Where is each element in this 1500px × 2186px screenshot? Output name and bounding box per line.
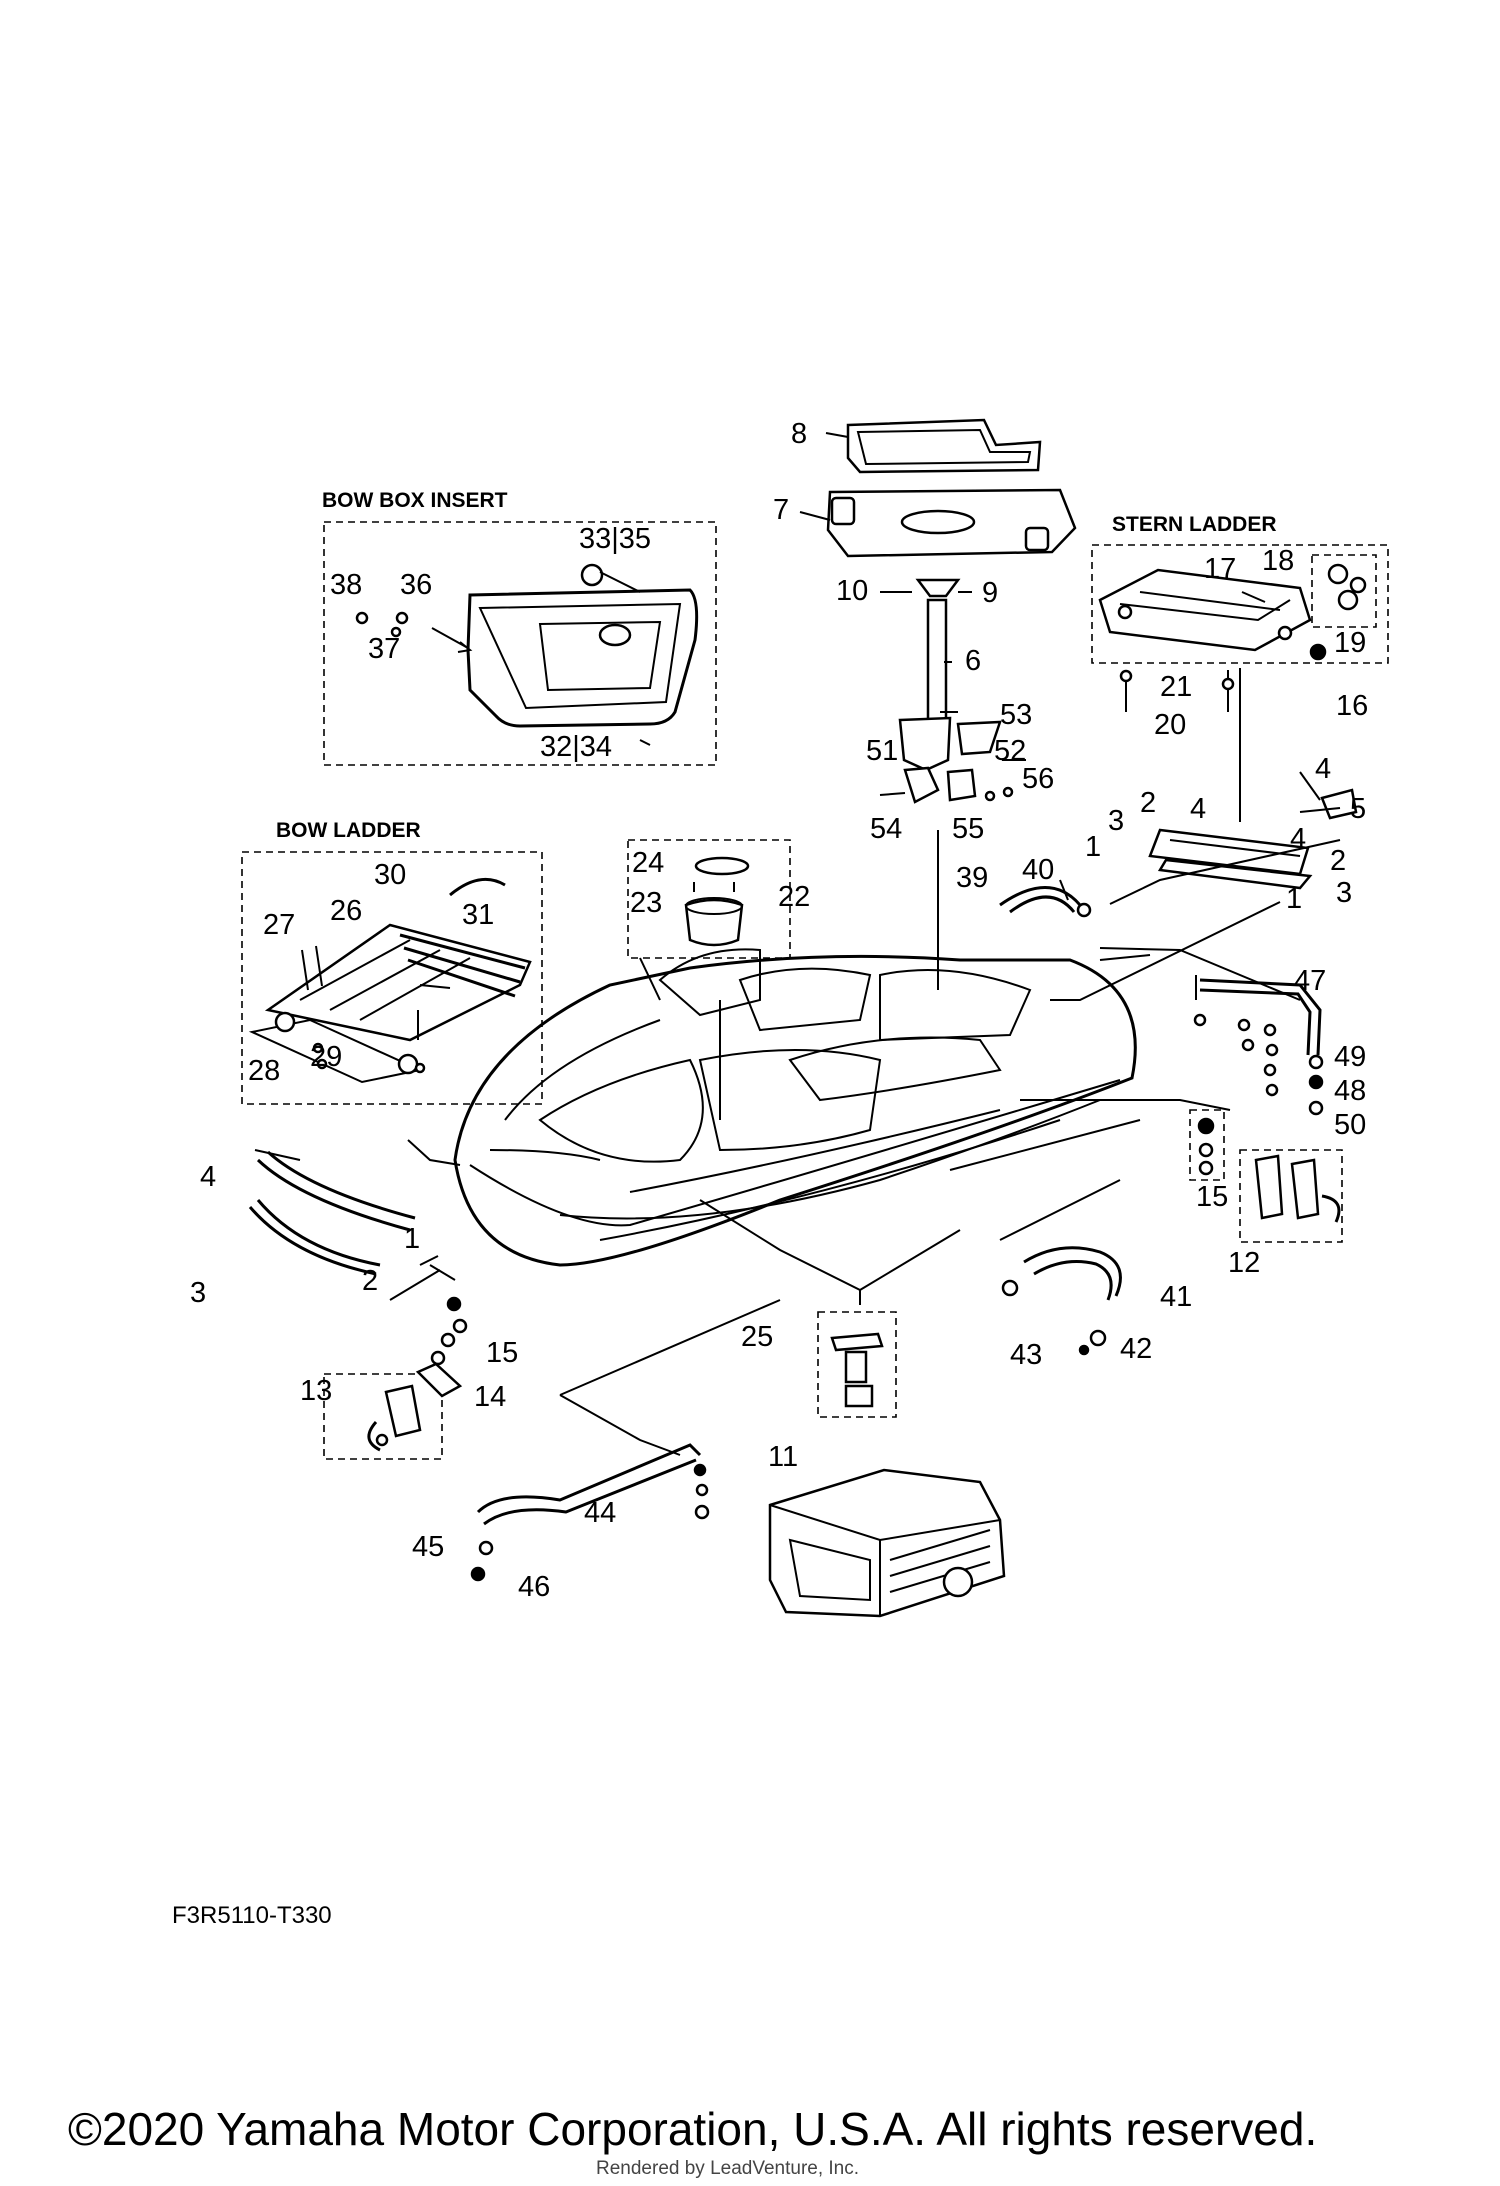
- stern-ladder-title: STERN LADDER: [1112, 513, 1277, 536]
- boat-hull: [453, 948, 1137, 1267]
- callout-32-34: 32|34: [540, 731, 612, 763]
- callout-45: 45: [412, 1531, 444, 1563]
- callout-56: 56: [1022, 763, 1054, 795]
- callout-11: 11: [768, 1441, 798, 1473]
- callout-37: 37: [368, 633, 400, 665]
- callout-30: 30: [374, 859, 406, 891]
- callout-8: 8: [791, 418, 807, 450]
- callout-39: 39: [956, 862, 988, 894]
- leader-lines: [389, 432, 1341, 1456]
- callout-19: 19: [1334, 627, 1366, 659]
- stern-rail: [1193, 975, 1324, 1116]
- callout-48: 48: [1334, 1075, 1366, 1107]
- callout-53: 53: [1000, 699, 1032, 731]
- stern-ladder-frame: [1098, 568, 1312, 652]
- callout-4-a: 4: [1315, 753, 1331, 785]
- bow-rub-rail: [248, 1149, 416, 1276]
- callout-51: 51: [866, 735, 898, 767]
- callouts: 8 7 10 9 6 53 51 52 56 54 55 33|35 38 36…: [190, 418, 1368, 1603]
- bow-ladder-frame: [264, 923, 532, 1042]
- callout-3-a: 3: [1108, 805, 1124, 837]
- callout-46: 46: [518, 1571, 550, 1603]
- callout-4-b: 4: [1190, 793, 1206, 825]
- callout-27: 27: [263, 909, 295, 941]
- callout-38: 38: [330, 569, 362, 601]
- callout-17: 17: [1204, 553, 1236, 585]
- callout-33-35: 33|35: [579, 523, 651, 555]
- bow-box-o-ring: [580, 563, 604, 587]
- callout-31: 31: [462, 899, 494, 931]
- callout-42: 42: [1120, 1333, 1152, 1365]
- callout-49: 49: [1334, 1041, 1366, 1073]
- callout-29: 29: [310, 1041, 342, 1073]
- table-pedestal: [926, 598, 948, 732]
- callout-15-b: 15: [486, 1337, 518, 1369]
- callout-22: 22: [778, 881, 810, 913]
- callout-4-d: 4: [200, 1161, 216, 1193]
- callout-2-c: 2: [362, 1265, 378, 1297]
- stern-ladder-section: STERN LADDER: [1091, 513, 1389, 712]
- callout-5: 5: [1350, 793, 1366, 825]
- callout-3-b: 3: [1336, 877, 1352, 909]
- callout-44: 44: [584, 1497, 616, 1529]
- copyright-notice: ©2020 Yamaha Motor Corporation, U.S.A. A…: [68, 2103, 1318, 2155]
- bow-box-insert-section: BOW BOX INSERT: [322, 489, 717, 766]
- table-assembly: [826, 418, 1077, 804]
- bow-ladder-title: BOW LADDER: [276, 819, 421, 842]
- callout-2-b: 2: [1330, 845, 1346, 877]
- callout-16: 16: [1336, 690, 1368, 722]
- callout-18: 18: [1262, 545, 1294, 577]
- side-grab-handle: [1001, 1246, 1122, 1356]
- callout-55: 55: [952, 813, 984, 845]
- callout-24: 24: [632, 847, 664, 879]
- callout-3-c: 3: [190, 1277, 206, 1309]
- callout-21: 21: [1160, 671, 1192, 703]
- callout-50: 50: [1334, 1109, 1366, 1141]
- stern-tow-eye: [1189, 1109, 1343, 1243]
- table-cushion: [846, 418, 1042, 474]
- grab-handle: [999, 879, 1092, 918]
- cup-holder: [684, 898, 744, 947]
- callout-1-b: 1: [1286, 883, 1302, 915]
- bow-tow-eye: [323, 1296, 468, 1460]
- callout-54: 54: [870, 813, 902, 845]
- callout-1-c: 1: [404, 1223, 420, 1255]
- callout-4-c: 4: [1290, 823, 1306, 855]
- callout-13: 13: [300, 1375, 332, 1407]
- bow-ladder-section: BOW LADDER: [241, 819, 543, 1105]
- callout-6: 6: [965, 645, 981, 677]
- callout-40: 40: [1022, 854, 1054, 886]
- rendered-by-note: Rendered by LeadVenture, Inc.: [596, 2158, 860, 2179]
- callout-52: 52: [994, 735, 1026, 767]
- callout-28: 28: [248, 1055, 280, 1087]
- callout-2-a: 2: [1140, 787, 1156, 819]
- callout-1-a: 1: [1085, 831, 1101, 863]
- callout-14: 14: [474, 1381, 506, 1413]
- bow-box-tray: [466, 588, 699, 728]
- diagram-code: F3R5110-T330: [172, 1902, 332, 1929]
- stern-rub-rail: [1148, 771, 1358, 890]
- callout-23: 23: [630, 887, 662, 919]
- cup-holder-ring: [694, 856, 750, 876]
- cup-holder-section: [627, 839, 791, 959]
- bow-grab-rail: [470, 1443, 710, 1582]
- callout-15-a: 15: [1196, 1181, 1228, 1213]
- callout-36: 36: [400, 569, 432, 601]
- callout-26: 26: [330, 895, 362, 927]
- table-mount: [915, 578, 961, 598]
- bow-box-drain: [598, 623, 632, 647]
- cooler: [768, 1468, 1006, 1618]
- bow-box-insert-title: BOW BOX INSERT: [322, 489, 508, 512]
- cleat: [817, 1311, 897, 1418]
- callout-20: 20: [1154, 709, 1186, 741]
- callout-12: 12: [1228, 1247, 1260, 1279]
- callout-9: 9: [982, 577, 998, 609]
- callout-25: 25: [741, 1321, 773, 1353]
- callout-47: 47: [1294, 965, 1326, 997]
- callout-7: 7: [773, 494, 789, 526]
- callout-41: 41: [1160, 1281, 1192, 1313]
- callout-10: 10: [836, 575, 868, 607]
- callout-43: 43: [1010, 1339, 1042, 1371]
